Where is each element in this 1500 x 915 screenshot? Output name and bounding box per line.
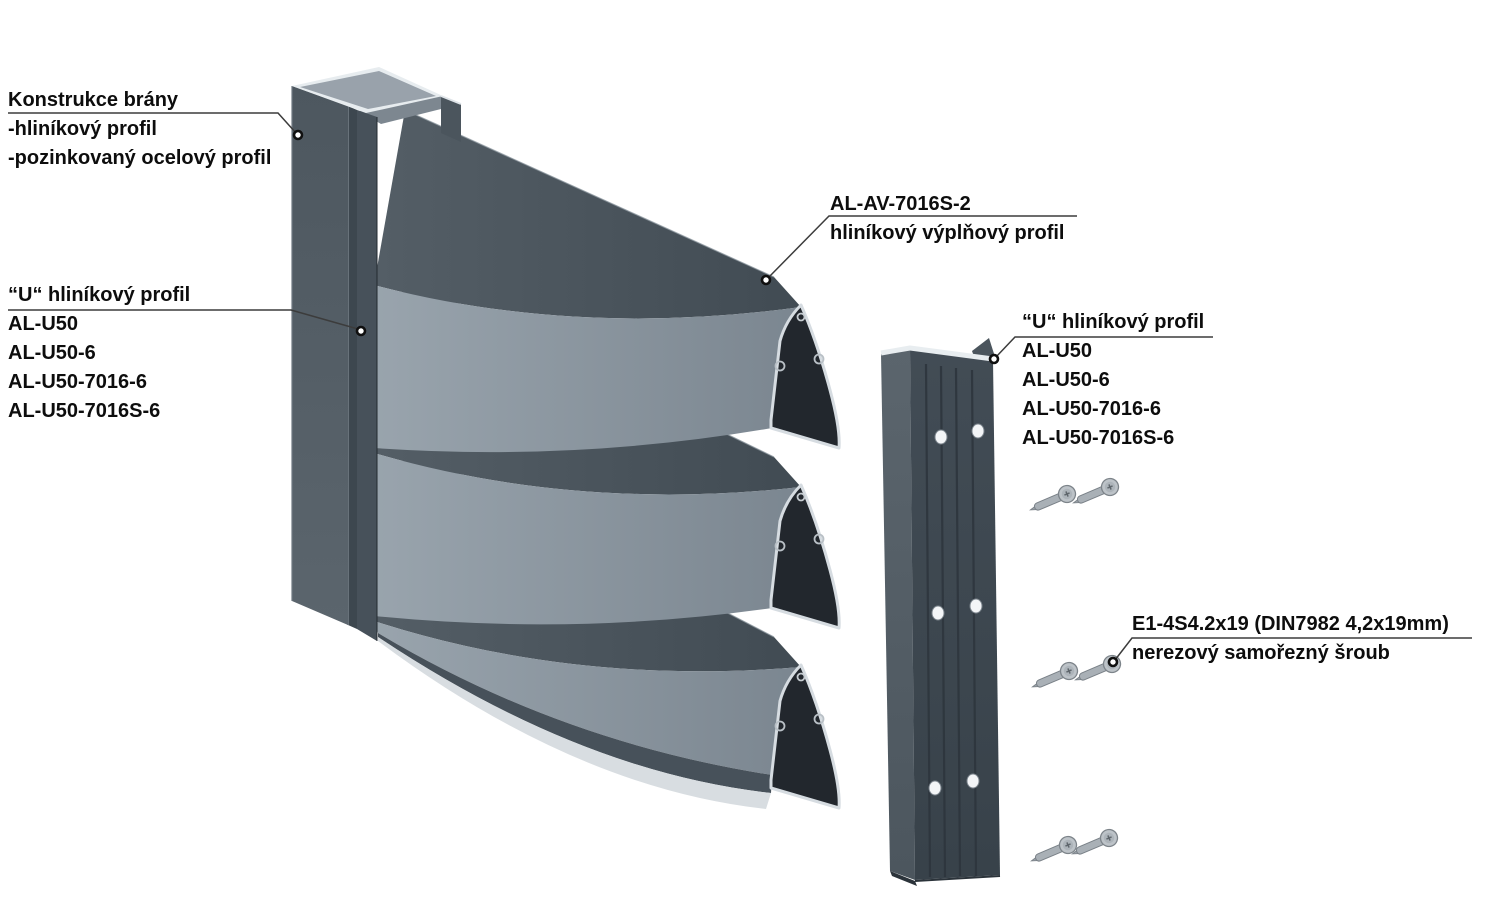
label-line: nerezový samořezný šroub [1132,642,1390,664]
label-line: AL-U50-7016S-6 [1022,427,1175,449]
louver-end-section-3 [769,663,841,810]
louver-end-section-2 [769,483,841,630]
leader-lines [8,112,1472,668]
leader-infill-profile [760,215,1077,286]
louver-bottom-lip [378,637,771,809]
label-gate-construction: Konstrukce brány -hliníkový profil -pozi… [8,86,271,173]
leader-u-profile-right [988,336,1213,365]
louver-front-face [374,285,801,453]
label-title: “U“ hliníkový profil [8,284,191,306]
label-title: “U“ hliníkový profil [1022,311,1205,333]
label-line: AL-U50-7016-6 [1022,398,1161,420]
label-u-profile-right: “U“ hliníkový profil AL-U50 AL-U50-6 AL-… [1022,308,1204,453]
louver-lower-face [378,633,772,793]
louver-end-section-1 [769,303,841,450]
leader-dot [292,129,304,141]
screw-icon [1026,482,1079,519]
label-line: AL-U50 [8,313,79,335]
profile-left-face [881,349,915,880]
u-channel-left [347,95,462,641]
screws [1026,475,1124,870]
screw-icon [1027,833,1080,870]
leader-screw [1107,637,1472,668]
channel-back-flange [441,96,461,142]
leader-dot [760,274,772,286]
screw-icon [1028,659,1081,696]
label-line: AL-U50-7016S-6 [8,400,161,422]
leader-dot [1107,656,1119,668]
screw-icon [1069,475,1122,512]
post-front-face [292,86,348,625]
u-profile-right [880,338,1001,886]
louver-slat-1 [374,109,801,453]
profile-bottom-edge [890,871,917,886]
label-title: E1-4S4.2x19 (DIN7982 4,2x19mm) [1132,613,1449,635]
channel-front-flange [348,106,357,629]
leader-dot [988,353,1000,365]
label-u-profile-left: “U“ hliníkový profil AL-U50 AL-U50-6 AL-… [8,281,190,426]
label-line: AL-U50-7016-6 [8,371,147,393]
profile-front-face [910,349,1000,880]
louver-front-face [374,621,801,775]
leader-dot [355,325,367,337]
channel-face [357,110,377,641]
leader-gate-construction [8,112,304,141]
channel-top-web [359,96,461,124]
label-title: AL-AV-7016S-2 [830,193,971,215]
label-line: -pozinkovaný ocelový profil [8,147,272,169]
label-line: -hliníkový profil [8,118,157,140]
louver-front-face [374,453,801,625]
label-line: hliníkový výplňový profil [830,222,1065,244]
label-infill-profile: AL-AV-7016S-2 hliníkový výplňový profil [830,190,1065,248]
louver-top-face [374,110,801,319]
screw-holes [928,423,985,796]
label-title: Konstrukce brány [8,89,179,111]
label-line: AL-U50-6 [8,342,96,364]
post-top-cavity [300,71,436,109]
gate-post [291,67,443,625]
label-line: AL-U50-6 [1022,369,1110,391]
label-line: AL-U50 [1022,340,1093,362]
leader-u-profile-left [8,309,367,337]
label-screw: E1-4S4.2x19 (DIN7982 4,2x19mm) nerezový … [1132,610,1449,668]
